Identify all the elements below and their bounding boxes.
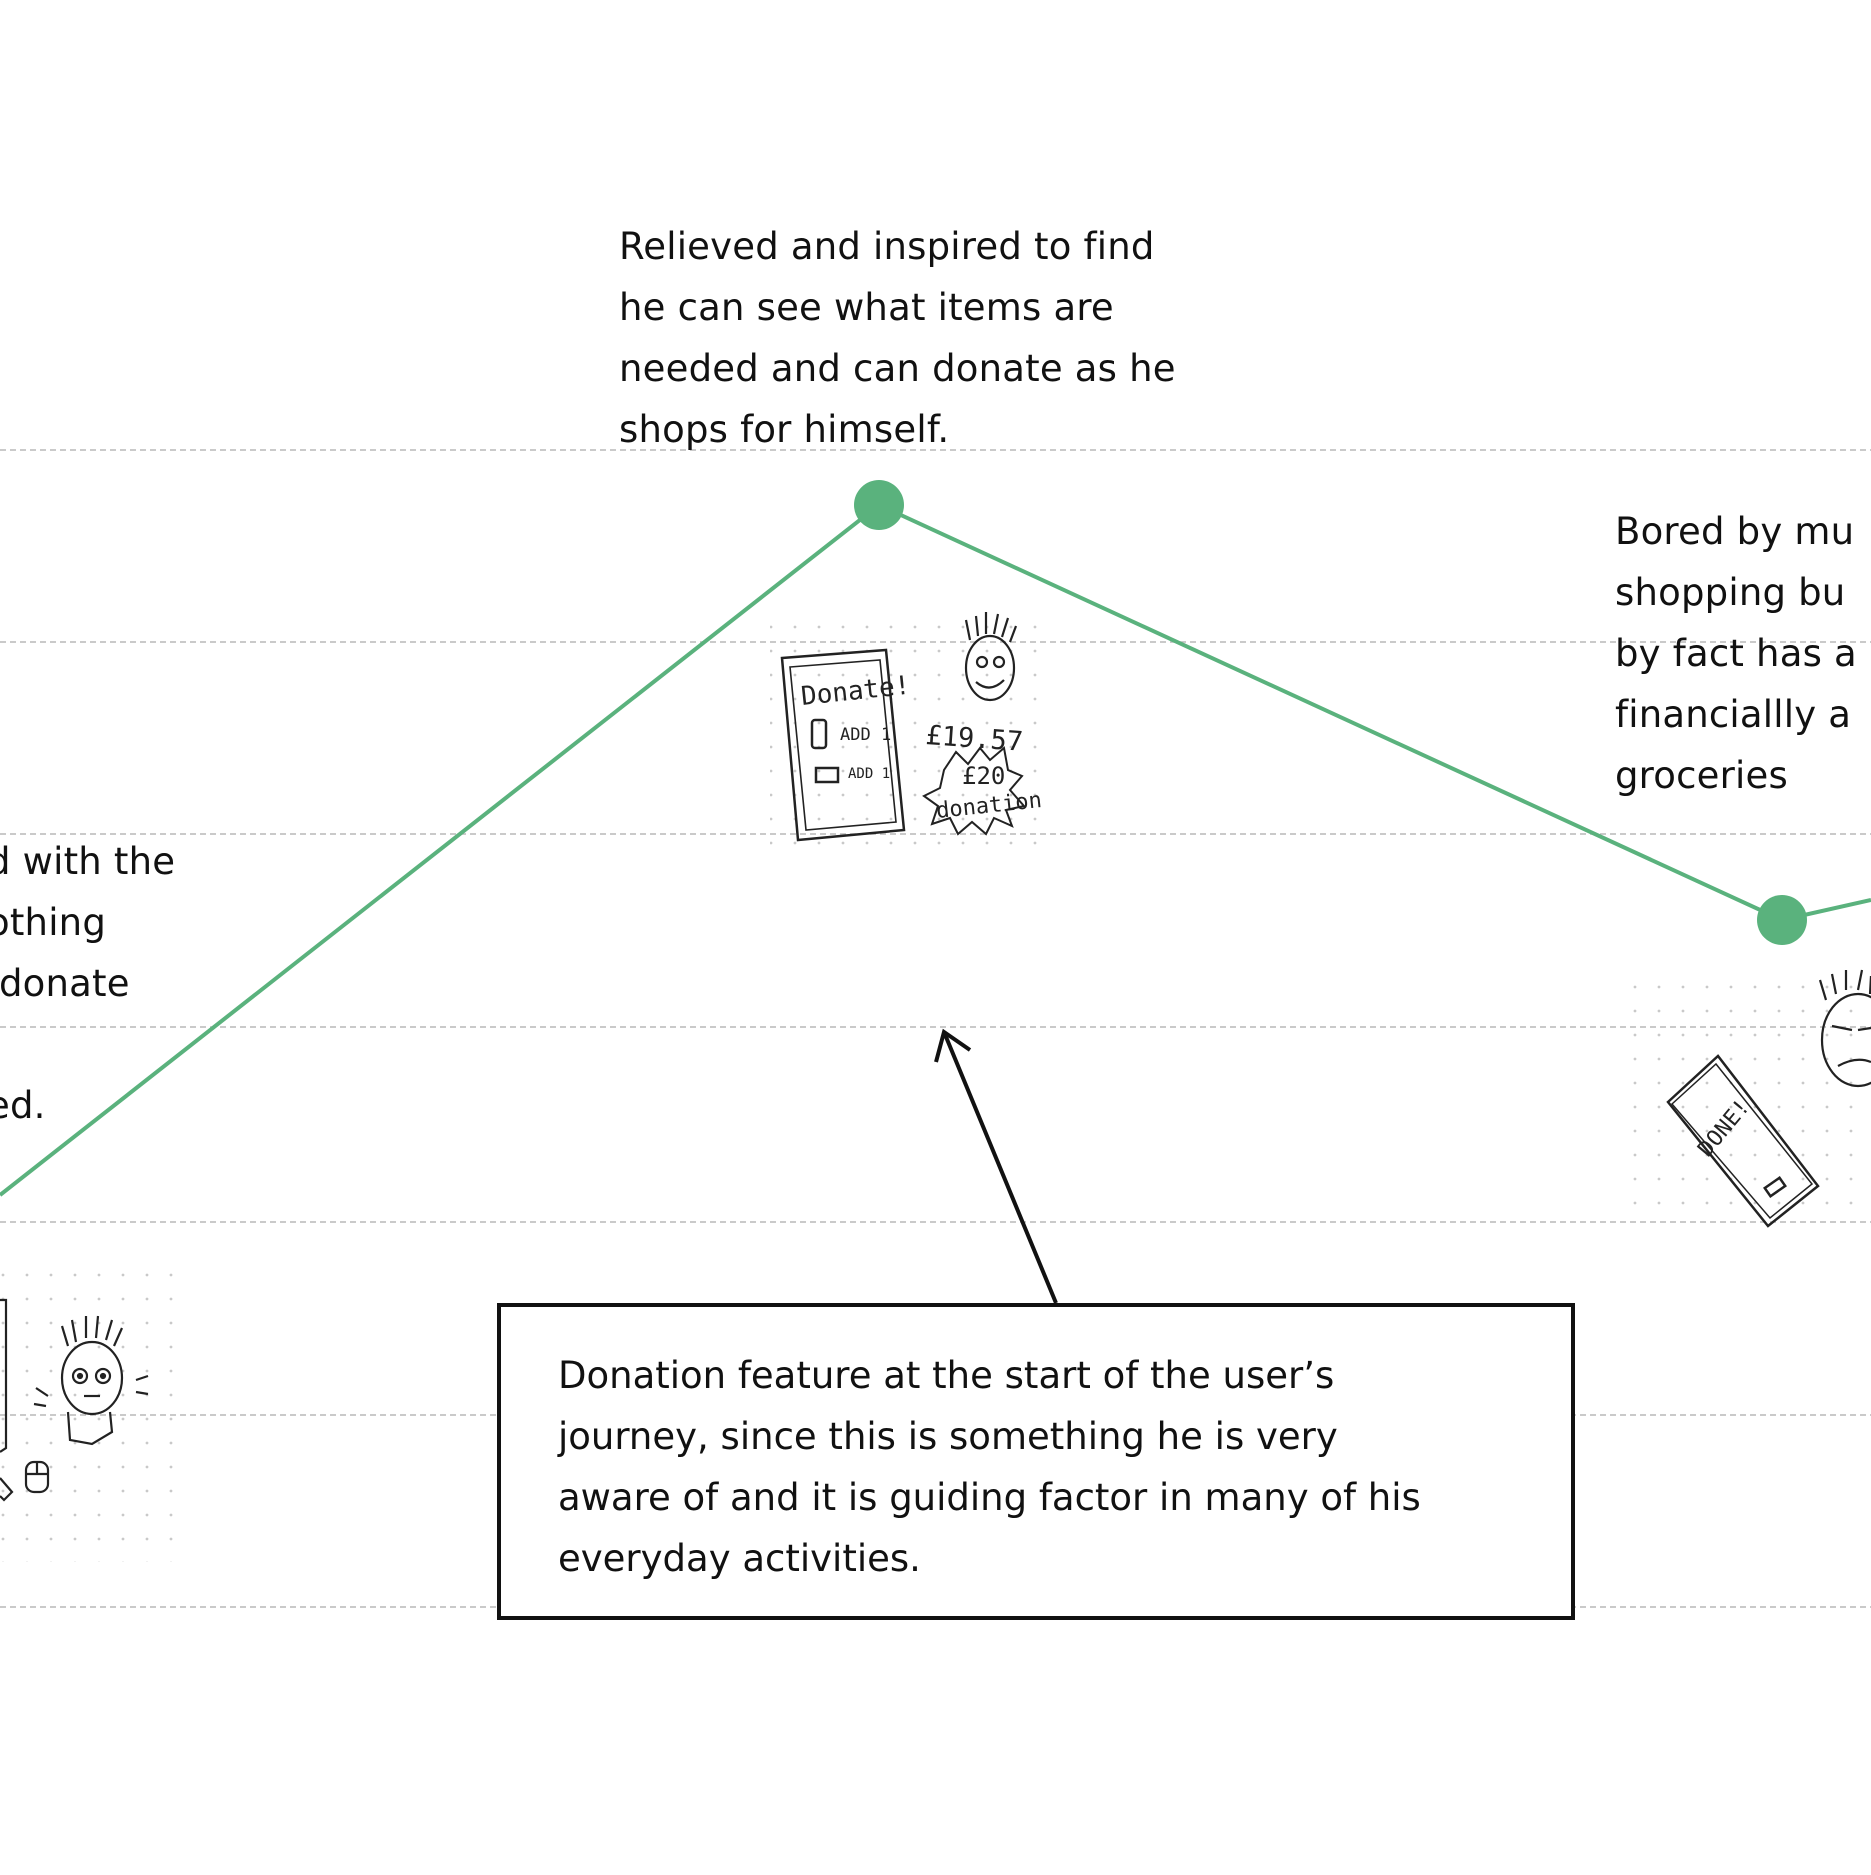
burst-icon bbox=[922, 746, 1026, 836]
worried-face-sketch bbox=[33, 1315, 149, 1446]
emotion-note-bored: Bored by mu shopping bu by fact has a fi… bbox=[1615, 510, 1857, 797]
emotion-point-relieved bbox=[854, 480, 904, 530]
arrow-icon bbox=[934, 1028, 1058, 1304]
add-item-label: ADD 1 bbox=[848, 766, 890, 782]
smiling-face-sketch bbox=[964, 612, 1018, 702]
price-label: £19.57 bbox=[925, 720, 1024, 758]
callout-text: Donation feature at the start of the use… bbox=[558, 1354, 1421, 1580]
emotion-note-relieved: Relieved and inspired to find he can see… bbox=[619, 225, 1176, 451]
emotion-curve bbox=[0, 502, 1871, 1197]
phone-sketch bbox=[0, 1298, 50, 1502]
done-phone-sketch bbox=[1666, 1054, 1820, 1228]
emotion-point-bored bbox=[1757, 895, 1807, 945]
add-item-label: ADD 1 bbox=[840, 725, 891, 745]
insight-callout: Donation feature at the start of the use… bbox=[497, 1303, 1575, 1620]
frowning-face-sketch bbox=[1818, 969, 1871, 1088]
rounded-total-label: £20 bbox=[962, 762, 1005, 790]
sketch-background bbox=[0, 1262, 190, 1562]
emotion-note-left: d with the othing donate ed. bbox=[0, 840, 176, 1127]
phone-sketch bbox=[780, 648, 906, 842]
